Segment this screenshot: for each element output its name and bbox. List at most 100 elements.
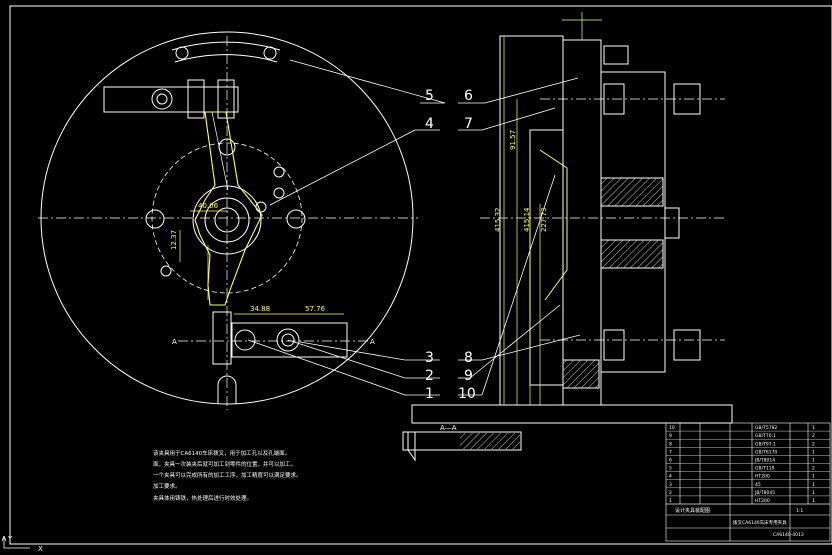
- bom-no: 5: [669, 466, 672, 472]
- section-view-label: A—A: [440, 424, 457, 432]
- bottom-slot: [217, 375, 237, 404]
- bom-qty: 1: [812, 449, 815, 455]
- fork-lever: [194, 111, 263, 306]
- bom-no: 1: [669, 498, 672, 504]
- bom-code: 45: [755, 482, 761, 488]
- upper-clamp-arm: [103, 86, 239, 113]
- hole: [145, 209, 165, 229]
- lower-clamp-arm: [231, 322, 348, 358]
- side-bottom-foot: [562, 359, 600, 389]
- bom-code: HT200: [755, 474, 770, 480]
- side-top-pin: [603, 45, 629, 65]
- lower-screw: [276, 328, 300, 352]
- section-edge: [407, 432, 416, 462]
- clamp-screw: [151, 88, 173, 110]
- section-mark-left: A: [172, 338, 177, 346]
- callout-5: 5: [425, 88, 434, 104]
- hole: [286, 209, 306, 229]
- side-hub: [600, 177, 664, 207]
- front-view: [38, 31, 418, 410]
- bom-code: GB/T70.1: [755, 433, 776, 439]
- bom-code: GB/T5782: [755, 425, 777, 431]
- dim-text: 12.37: [170, 230, 178, 250]
- base-plate: [411, 404, 733, 424]
- dim-text: 57.76: [305, 305, 326, 313]
- hole: [255, 201, 267, 213]
- bom-no: 3: [669, 482, 672, 488]
- callout-8: 8: [464, 350, 473, 366]
- bom-no: 10: [669, 425, 675, 431]
- bom-no: 4: [669, 474, 672, 480]
- hub-mid: [204, 197, 250, 243]
- drawing-border: [9, 5, 832, 545]
- side-body: [499, 35, 564, 406]
- clamp-screw: [156, 93, 168, 105]
- leader-lines: [247, 59, 581, 396]
- section-mark-right: A: [370, 338, 375, 346]
- clamp-block: [187, 79, 205, 119]
- arc-slot: [171, 41, 281, 51]
- dim-text: 34.88: [250, 305, 270, 313]
- side-hub: [600, 239, 664, 269]
- bom-code: GB/T6170: [755, 449, 777, 455]
- hole: [273, 166, 285, 178]
- bom-code: GB/T119: [755, 466, 775, 472]
- bom-qty: 2: [812, 466, 815, 472]
- callout-7: 7: [464, 116, 473, 132]
- side-flange: [600, 71, 666, 373]
- tech-note-line: 加工要求。: [153, 482, 181, 490]
- dim-text: 91.57: [509, 130, 517, 150]
- callout-9: 9: [464, 368, 473, 384]
- tech-note-line: 面，夹具一次装夹后就可加工到零件的位置，并可以加工。: [153, 460, 296, 468]
- side-bolt: [673, 329, 701, 361]
- ucs-axis-x: X: [38, 545, 43, 553]
- side-fork-profile: [539, 149, 568, 301]
- title-block-part-name: 拨叉CA6140车床专用夹具: [733, 519, 787, 526]
- bom-code: JB/T8045: [754, 490, 775, 496]
- callout-2: 2: [425, 368, 434, 384]
- lever-edge: [211, 111, 229, 191]
- hole: [160, 265, 172, 277]
- title-block-drawing-number: CA6140-4013: [773, 532, 804, 538]
- bom-qty: 1: [812, 458, 815, 464]
- slot-bolt: [175, 46, 189, 60]
- tech-note-line: 该夹具用于CA6140车床拨叉，用于加工孔以及孔端面。: [153, 449, 290, 457]
- side-main-plate: [562, 39, 602, 406]
- dim-text: 415.32: [494, 208, 502, 233]
- title-block-title: 设计夹具装配图: [675, 507, 710, 514]
- bom-qty: 1: [812, 425, 815, 431]
- section-view: [402, 431, 522, 462]
- side-view: [411, 12, 733, 424]
- title-block-scale: 1:1: [796, 508, 803, 514]
- hub-bore: [214, 207, 240, 233]
- bom-no: 2: [669, 490, 672, 496]
- arc-slot-inner: [174, 54, 278, 63]
- lower-screw: [234, 329, 256, 351]
- dim-text: 415.14: [523, 207, 531, 232]
- clamp-block: [217, 79, 235, 119]
- callout-3: 3: [425, 350, 434, 366]
- lower-screw-inner: [281, 333, 295, 347]
- side-bolt-head: [603, 329, 625, 361]
- dim-text: 227.73: [540, 208, 548, 233]
- bom-code: GB/T97.1: [755, 441, 776, 447]
- bom-qty: 1: [812, 498, 815, 504]
- tech-note-line: 夹具体用铸铁，热处理后进行时效处理。: [153, 494, 252, 502]
- callout-4: 4: [425, 116, 434, 132]
- bom-qty: 1: [812, 474, 815, 480]
- side-pin: [664, 207, 680, 239]
- callout-10: 10: [458, 386, 476, 402]
- ucs-axis-y: Y: [7, 535, 13, 543]
- bom-qty: 2: [812, 433, 815, 439]
- bom-no: 6: [669, 458, 672, 464]
- section-hatch: [460, 433, 520, 449]
- hole: [273, 187, 285, 199]
- bom-code: JB/T8014: [754, 458, 775, 464]
- section-slab: [402, 431, 522, 451]
- bom-no: 8: [669, 441, 672, 447]
- bom-no: 9: [669, 433, 672, 439]
- slot-bolt: [263, 46, 277, 60]
- bom-qty: 1: [812, 482, 815, 488]
